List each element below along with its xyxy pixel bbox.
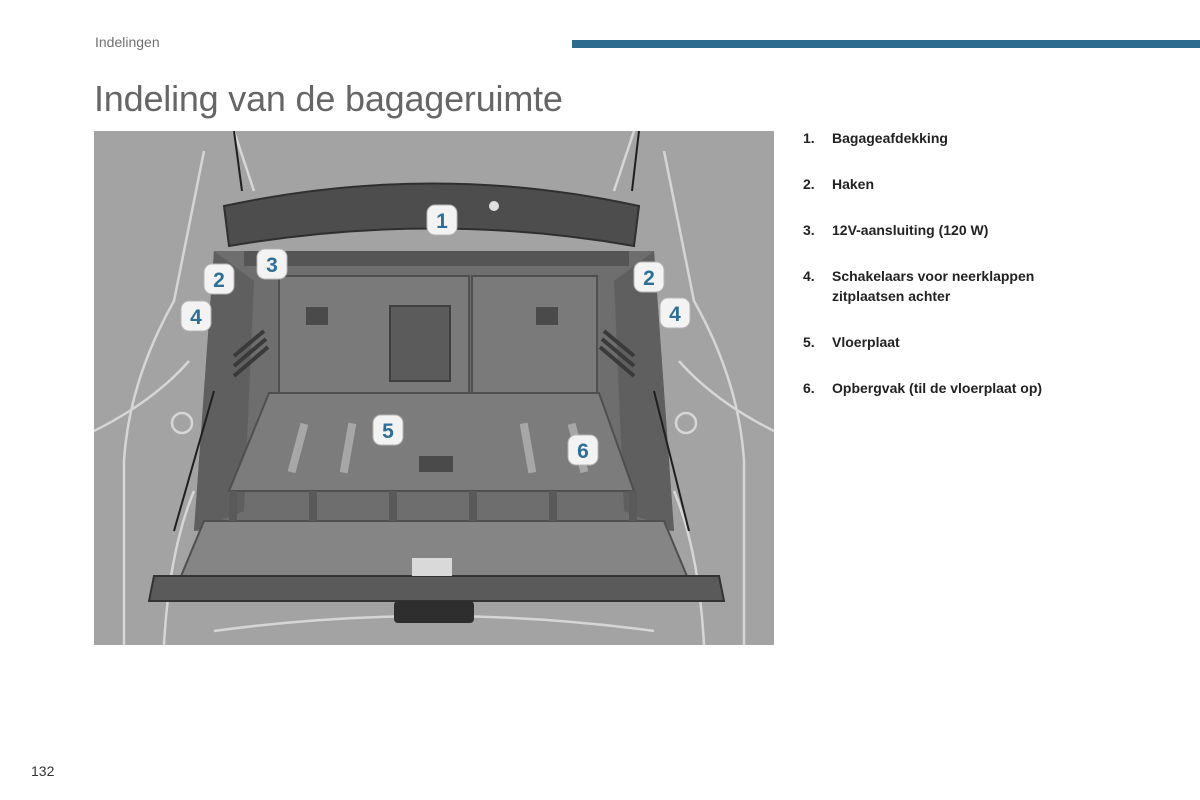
legend-list: 1. Bagageafdekking 2. Haken 3. 12V-aansl… [803,128,1183,424]
legend-number: 3. [803,222,815,238]
callout-4-left: 4 [180,300,212,332]
legend-text: Bagageafdekking [832,130,948,146]
svg-text:6: 6 [577,440,589,463]
svg-text:5: 5 [382,420,394,443]
callout-6: 6 [567,434,599,466]
legend-number: 5. [803,334,815,350]
legend-item: 1. Bagageafdekking [803,128,1183,148]
legend-number: 1. [803,130,815,146]
legend-number: 6. [803,380,815,396]
legend-text: Haken [832,176,875,192]
callout-5: 5 [372,414,404,446]
svg-text:4: 4 [669,303,681,326]
legend-item: 2. Haken [803,174,1183,194]
callout-badges: 1 2 3 2 4 4 5 6 [180,204,691,466]
legend-text: Vloerplaat [832,334,900,350]
legend-text: Opbergvak (til de vloerplaat op) [832,380,1043,396]
callout-1: 1 [426,204,458,236]
section-label: Indelingen [95,34,160,50]
legend-number: 4. [803,268,815,284]
svg-text:2: 2 [643,267,655,290]
legend-number: 2. [803,176,815,192]
svg-text:4: 4 [190,306,202,329]
svg-text:3: 3 [266,254,278,277]
legend-text: 12V-aansluiting (120 W) [832,222,989,238]
svg-text:1: 1 [436,210,448,233]
legend-text: Schakelaars voor neerklappen zitplaatsen… [832,268,1035,304]
callout-3: 3 [256,248,288,280]
page-title: Indeling van de bagageruimte [94,78,563,119]
header-rule [572,40,1200,48]
callout-4-right: 4 [659,297,691,329]
legend-item: 4. Schakelaars voor neerklappen zitplaat… [803,266,1183,306]
callout-2-right: 2 [633,261,665,293]
legend-item: 3. 12V-aansluiting (120 W) [803,220,1183,240]
trunk-illustration: 1 2 3 2 4 4 5 6 [94,131,774,645]
legend-item: 5. Vloerplaat [803,332,1183,352]
page-number: 132 [31,763,55,779]
legend-item: 6. Opbergvak (til de vloerplaat op) [803,378,1183,398]
callout-2-left: 2 [203,263,235,295]
svg-text:2: 2 [213,269,225,292]
